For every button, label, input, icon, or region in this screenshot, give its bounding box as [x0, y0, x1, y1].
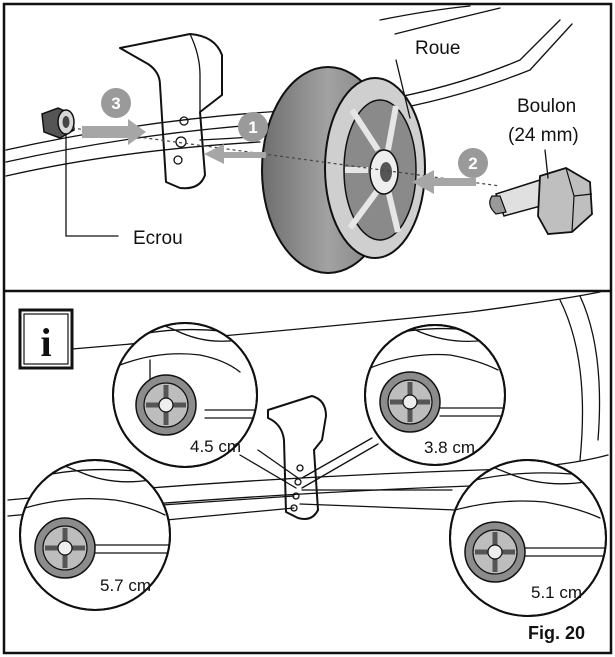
bolt-label: Boulon: [517, 96, 576, 117]
step-badge-1: 1: [238, 112, 268, 142]
svg-text:1: 1: [248, 118, 257, 137]
zoom-circle-top-left: [112, 322, 258, 468]
height-label-top-right: 3.8 cm: [424, 438, 475, 457]
bolt: [489, 167, 593, 235]
bottom-panel: i: [7, 291, 609, 643]
svg-text:2: 2: [468, 154, 477, 173]
center-bracket: [267, 395, 327, 520]
arrow-step-1: [204, 144, 266, 164]
top-panel: 3 1 2 Roue Boulon (24 mm) Ecrou: [5, 5, 593, 274]
arrow-step-3: [82, 119, 146, 145]
bolt-size-label: (24 mm): [508, 125, 579, 146]
info-icon: i: [18, 308, 74, 370]
zoom-circle-top-right: [364, 324, 506, 466]
height-label-top-left: 4.5 cm: [190, 437, 241, 456]
svg-text:i: i: [40, 320, 51, 365]
zoom-circle-bottom-right: [449, 459, 607, 617]
step-badge-2: 2: [458, 148, 488, 178]
wheel-bracket: [119, 33, 223, 190]
nut: [41, 107, 75, 139]
figure-label: Fig. 20: [528, 623, 585, 643]
nut-label: Ecrou: [133, 228, 183, 249]
height-label-bottom-left: 5.7 cm: [100, 576, 151, 595]
height-label-bottom-right: 5.1 cm: [531, 583, 582, 602]
step-badge-3: 3: [101, 88, 131, 118]
wheel-label: Roue: [415, 38, 460, 59]
wheel: [261, 66, 426, 274]
svg-text:3: 3: [111, 94, 120, 113]
arrow-step-2: [412, 170, 476, 194]
